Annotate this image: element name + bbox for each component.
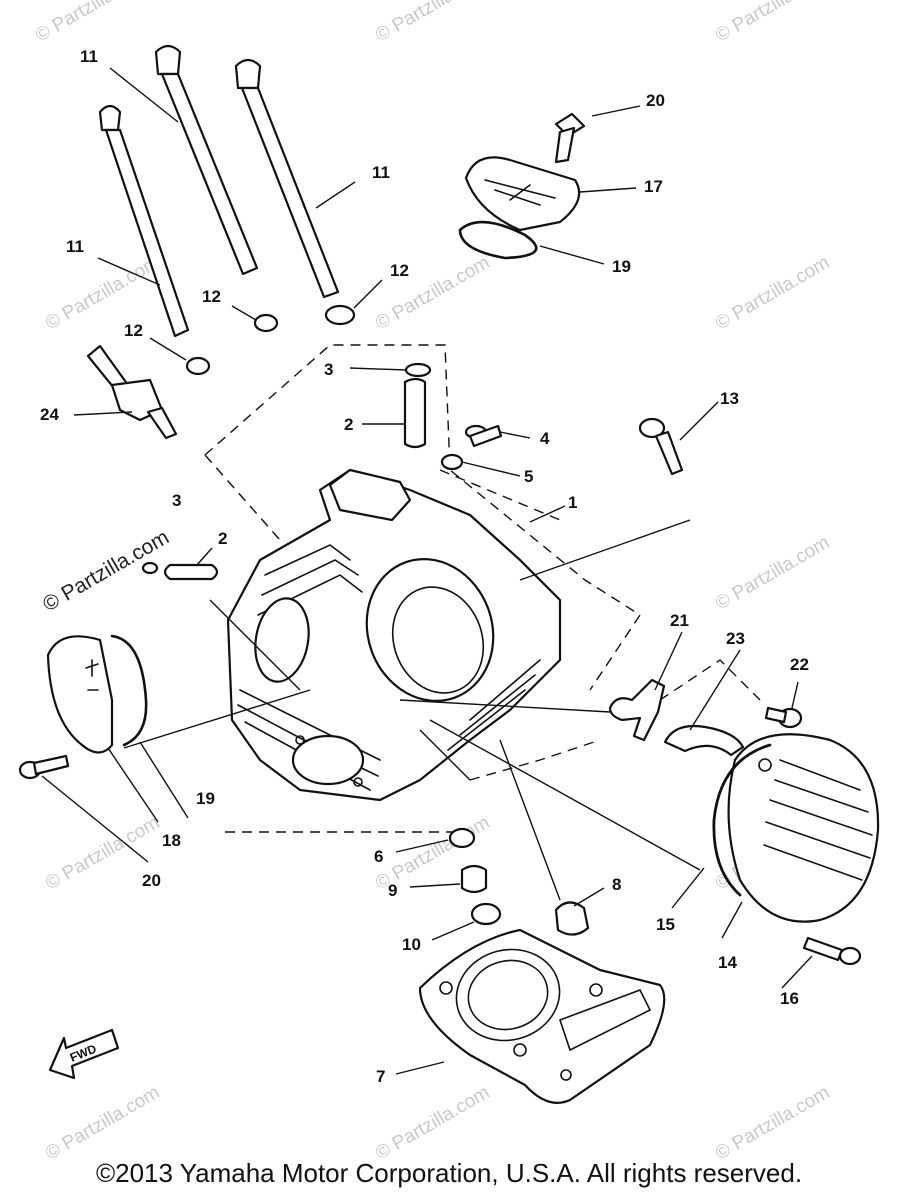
o-ring xyxy=(712,743,772,897)
callout-2: 2 xyxy=(344,415,353,434)
watermark-text: © Partzilla.com xyxy=(372,1082,493,1164)
watermark-text: © Partzilla.com xyxy=(32,0,153,46)
watermark-text: © Partzilla.com xyxy=(372,0,493,46)
forward-arrow-icon: FWD xyxy=(48,1028,120,1080)
bolt xyxy=(638,417,684,476)
bolt xyxy=(18,754,70,780)
callout-3: 3 xyxy=(172,491,181,510)
callout-7: 7 xyxy=(376,1067,385,1086)
callout-4: 4 xyxy=(540,429,550,448)
callout-23: 23 xyxy=(726,629,745,648)
callout-16: 16 xyxy=(780,989,799,1008)
callout-12: 12 xyxy=(390,261,409,280)
hose-fitting xyxy=(663,724,745,757)
callout-2: 2 xyxy=(218,529,227,548)
washer xyxy=(185,356,211,376)
o-ring xyxy=(110,634,148,747)
callout-12: 12 xyxy=(124,321,143,340)
seal xyxy=(448,827,476,849)
push-rod-group xyxy=(98,44,340,338)
valve-guide xyxy=(403,377,427,449)
watermark-text: © Partzilla.com xyxy=(712,532,833,614)
leader-lines xyxy=(41,67,813,1075)
washer xyxy=(253,313,279,333)
callout-5: 5 xyxy=(524,467,533,486)
callout-3: 3 xyxy=(324,360,333,379)
callout-15: 15 xyxy=(656,915,675,934)
head-gasket xyxy=(418,928,666,1104)
guide-clip xyxy=(404,362,432,378)
callout-22: 22 xyxy=(790,655,809,674)
callout-19: 19 xyxy=(196,789,215,808)
washer xyxy=(324,304,356,326)
watermark-text: © Partzilla.com xyxy=(712,0,833,46)
callout-numbers: 11 11 11 20 17 19 12 12 12 3 2 24 4 13 5… xyxy=(40,47,809,1086)
seal xyxy=(470,902,502,926)
callout-12: 12 xyxy=(202,287,221,306)
callout-11: 11 xyxy=(372,163,390,182)
callout-6: 6 xyxy=(374,847,383,866)
guide-clip xyxy=(141,561,159,575)
valve-guide xyxy=(163,563,219,581)
spark-plug xyxy=(86,344,178,440)
callout-17: 17 xyxy=(644,177,663,196)
valve-cover xyxy=(464,156,581,232)
washer xyxy=(440,453,464,471)
callout-9: 9 xyxy=(388,881,397,900)
push-rod xyxy=(98,104,190,338)
callout-20: 20 xyxy=(142,871,161,890)
callout-20: 20 xyxy=(646,91,665,110)
watermark-text: © Partzilla.com xyxy=(42,252,163,334)
watermark-text: © Partzilla.com xyxy=(712,1082,833,1164)
callout-19: 19 xyxy=(612,257,631,276)
bolt xyxy=(764,706,803,729)
callout-24: 24 xyxy=(40,405,59,424)
cylinder-head xyxy=(226,468,562,802)
watermark-text: © Partzilla.com xyxy=(712,252,833,334)
dowel-pin xyxy=(554,901,590,936)
o-ring xyxy=(458,220,538,260)
callout-11: 11 xyxy=(80,47,98,66)
side-cover xyxy=(46,635,114,754)
bolt xyxy=(464,424,503,448)
bracket xyxy=(608,678,666,742)
callout-18: 18 xyxy=(162,831,181,850)
callout-11: 11 xyxy=(66,237,84,256)
push-rod xyxy=(234,58,340,299)
cam-cover xyxy=(727,733,880,923)
callout-10: 10 xyxy=(402,935,421,954)
bolt xyxy=(554,112,586,164)
bolt xyxy=(802,936,862,966)
dowel-pin xyxy=(460,864,488,894)
callout-14: 14 xyxy=(718,953,737,972)
callout-1: 1 xyxy=(568,493,577,512)
push-rod xyxy=(154,44,259,276)
watermark-text: © Partzilla.com xyxy=(42,1082,163,1164)
assembly-outline xyxy=(204,344,761,833)
callout-8: 8 xyxy=(612,875,621,894)
callout-13: 13 xyxy=(720,389,739,408)
callout-21: 21 xyxy=(670,611,689,630)
copyright-notice: ©2013 Yamaha Motor Corporation, U.S.A. A… xyxy=(95,1158,803,1188)
